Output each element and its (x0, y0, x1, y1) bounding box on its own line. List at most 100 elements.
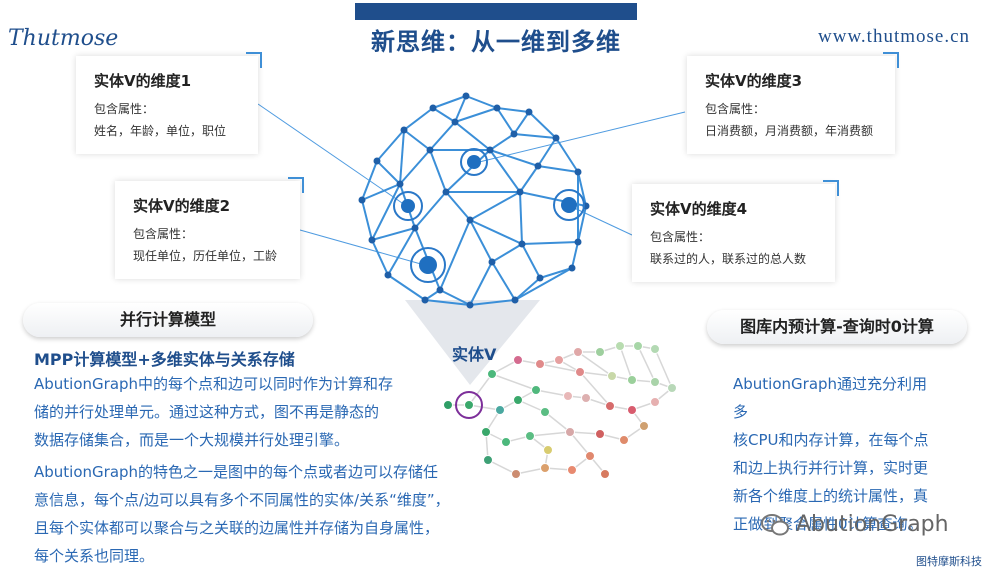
globe-node (426, 146, 434, 154)
globe-link (361, 183, 401, 201)
globe-node (510, 130, 518, 138)
globe-node (451, 118, 459, 126)
mpp-heading: MPP计算模型+多维实体与关系存储 (34, 350, 295, 369)
left-paragraph-1: AbutionGraph中的每个点和边可以同时作为计算和存 储的并行处理单元。通… (34, 370, 454, 454)
dimension-card-title: 实体V的维度4 (650, 200, 748, 218)
precompute-pill: 图库内预计算-查询时0计算 (707, 310, 967, 344)
globe-node (568, 264, 576, 272)
globe-link (577, 205, 587, 243)
small-graph-link (468, 373, 493, 406)
dimension-card-4: 实体V的维度4 包含属性： 联系过的人，联系过的总人数 (632, 180, 839, 282)
text-line: 数据存储集合，而是一个大规模并行处理引擎。 (34, 431, 350, 449)
globe-node (421, 296, 429, 304)
globe-link (414, 191, 447, 229)
globe-link (399, 129, 405, 185)
globe-link (371, 239, 389, 276)
globe-link (521, 241, 579, 245)
small-graph-node (495, 405, 505, 415)
globe-node (552, 134, 560, 142)
small-graph-nodes (443, 341, 677, 479)
globe-link (469, 299, 516, 306)
globe-node (511, 296, 519, 304)
left-paragraph-2: AbutionGraph的特色之一是图中的每个点或者边可以存储任 意信息，每个点… (34, 458, 464, 570)
dimension-card-2: 实体V的维度2 包含属性： 现任单位，历任单位，工龄 (115, 177, 304, 279)
dimension-card-values: 现任单位，历任单位，工龄 (133, 249, 278, 263)
globe-link (514, 277, 541, 301)
small-graph-node (554, 355, 564, 365)
dimension-card-sub: 包含属性： (650, 230, 711, 244)
globe-node (358, 196, 366, 204)
brand-name: 图特摩斯科技 (916, 555, 982, 568)
dimension-card-sub: 包含属性： (133, 227, 194, 241)
globe-links (361, 95, 587, 306)
small-graph-link (579, 371, 613, 377)
highlight-node-2 (410, 247, 446, 283)
small-graph-node (615, 341, 625, 351)
small-graph-link (654, 348, 673, 389)
small-graph-link (487, 459, 517, 475)
entity-label: 实体V (452, 345, 497, 364)
globe-node (466, 216, 474, 224)
page-title: 新思维：从一维到多维 (371, 28, 621, 56)
globe-link (371, 227, 416, 241)
globe-link (496, 107, 515, 135)
dimension-card-values: 姓名，年龄，单位，职位 (94, 124, 227, 138)
globe-node (462, 92, 470, 100)
globe-link (454, 107, 498, 123)
globe-link (424, 299, 471, 306)
globe-link (519, 165, 539, 193)
small-graph-node (639, 421, 649, 431)
globe-link (454, 95, 467, 123)
globe-link (387, 274, 426, 301)
globe-link (521, 243, 541, 279)
small-graph-node (483, 455, 493, 465)
globe-link (555, 137, 579, 173)
globe-link (432, 95, 467, 109)
globe-node (516, 188, 524, 196)
globe-node (396, 180, 404, 188)
text-line: 储的并行处理单元。通过这种方式，图不再是静态的 (34, 403, 380, 421)
text-line: AbutionGraph通过充分利用多 (733, 375, 928, 421)
globe-node (429, 104, 437, 112)
dimension-card-1: 实体V的维度1 包含属性： 姓名，年龄，单位，职位 (76, 52, 262, 154)
text-line: AbutionGraph的特色之一是图中的每个点或者边可以存储任 (34, 463, 439, 481)
globe-node (493, 104, 501, 112)
globe-link (489, 149, 521, 193)
text-line: AbutionGraph中的每个点和边可以同时作为计算和存 (34, 375, 394, 393)
dimension-card-title: 实体V的维度3 (705, 72, 803, 90)
dimension-card-sub: 包含属性： (705, 102, 766, 116)
small-graph-node (619, 435, 629, 445)
globe-link (465, 95, 498, 109)
globe-link (489, 133, 515, 151)
small-graph-link (544, 411, 571, 433)
globe-link (439, 219, 471, 291)
small-graph-link (535, 389, 569, 397)
globe-node (373, 157, 381, 165)
dimension-card-3: 实体V的维度3 包含属性： 日消费额，月消费额，年消费额 (687, 52, 899, 154)
globe-link (429, 121, 456, 151)
site-url[interactable]: www.thutmose.cn (818, 26, 971, 47)
small-graph-node (443, 400, 453, 410)
small-graph-node (513, 355, 523, 365)
thutmose-logo: Thutmose (8, 26, 119, 51)
funnel-shape (405, 300, 540, 385)
small-graph-node (525, 431, 535, 441)
small-graph-node (627, 405, 637, 415)
text-line: 核CPU和内存计算，在每个点 (733, 431, 929, 449)
globe-node (486, 146, 494, 154)
globe-node (534, 162, 542, 170)
small-graph-node (565, 427, 575, 437)
globe-link (361, 199, 373, 241)
small-graph-node (540, 463, 550, 473)
small-graph-node (487, 369, 497, 379)
connector-dim1 (257, 103, 406, 206)
globe-link (387, 227, 416, 276)
small-graph-link (569, 431, 591, 457)
globe-link (528, 111, 557, 139)
highlight-node-1 (393, 191, 423, 221)
globe-link (489, 149, 539, 167)
text-line: 意信息，每个点/边可以具有多个不同属性的实体/关系“维度”， (34, 491, 450, 509)
small-graph-link (637, 345, 656, 383)
text-line: 且每个实体都可以聚合与之关联的边属性并存储为自身属性， (34, 519, 440, 537)
globe-nodes (358, 92, 590, 309)
